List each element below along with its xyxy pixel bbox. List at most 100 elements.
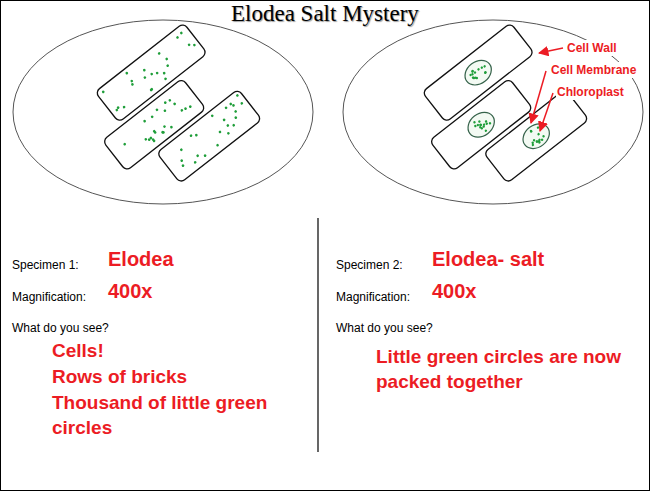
chloroplast-dot — [166, 64, 170, 68]
chloroplast-dot — [187, 43, 191, 47]
field-value: Elodea- salt — [432, 246, 544, 272]
chloroplast-dot — [150, 87, 154, 91]
chloroplast-dot — [536, 126, 539, 129]
chloroplast-dot — [535, 140, 538, 143]
chloroplast-dot — [162, 131, 166, 135]
field-value: Elodea — [108, 246, 174, 272]
chloroplast-dot — [479, 123, 482, 126]
chloroplast-dot — [157, 52, 161, 56]
leader-line — [540, 93, 553, 131]
chloroplast-dot — [226, 124, 230, 128]
chloroplast-dot — [234, 110, 238, 114]
chloroplast-dot — [176, 36, 180, 40]
chloroplast-dot — [181, 164, 185, 168]
callout-label: Chloroplast — [556, 84, 625, 100]
chloroplast-dot — [170, 125, 174, 129]
callout-label: Cell Wall — [566, 40, 618, 56]
chloroplast-dot — [122, 105, 126, 109]
chloroplast-dot — [488, 122, 491, 125]
chloroplast-dot — [143, 76, 147, 80]
chloroplast-dot — [163, 109, 167, 113]
field-value: 400x — [432, 278, 477, 304]
chloroplast-dot — [532, 139, 535, 142]
chloroplast-dot — [155, 108, 159, 112]
chloroplast-dot — [471, 73, 474, 76]
observation-text: Thousand of little green circles — [52, 390, 308, 440]
chloroplast-dot — [484, 120, 487, 123]
chloroplast-dot — [143, 119, 147, 123]
chloroplast-dot — [477, 68, 480, 71]
cell-membrane — [463, 107, 499, 142]
cell-membrane — [518, 119, 554, 154]
chloroplast-dot — [152, 129, 156, 133]
chloroplast-dot — [180, 159, 184, 163]
chloroplast-dot — [142, 68, 146, 72]
chloroplast-dot — [168, 98, 172, 102]
chloroplast-dot — [480, 66, 483, 69]
chloroplast-dot — [475, 76, 478, 79]
chloroplast-dot — [529, 129, 532, 132]
chloroplast-dot — [538, 138, 541, 141]
chloroplast-dot — [196, 154, 200, 158]
chloroplast-dot — [542, 135, 545, 138]
chloroplast-dot — [130, 79, 134, 83]
plant-cell — [157, 89, 262, 183]
observation-text: Cells! — [52, 338, 104, 363]
chloroplast-dot — [530, 130, 533, 133]
plasmolysed-cells — [403, 22, 589, 205]
chloroplast-dot — [161, 130, 165, 134]
chloroplast-dot — [472, 76, 475, 79]
chloroplast-dot — [471, 70, 474, 73]
chloroplast-dot — [203, 154, 207, 158]
chloroplast-dot — [535, 140, 538, 143]
chloroplast-dot — [115, 108, 119, 112]
chloroplast-dot — [484, 129, 487, 132]
chloroplast-dot — [537, 132, 540, 135]
chloroplast-dot — [184, 107, 188, 111]
elodea-cells — [76, 22, 262, 205]
chloroplast-dot — [476, 123, 479, 126]
chloroplast-dot — [479, 125, 482, 128]
chloroplast-dot — [193, 160, 197, 164]
chloroplast-dot — [180, 108, 184, 112]
chloroplast-dot — [210, 114, 214, 118]
chloroplast-dot — [194, 133, 198, 137]
field-label: What do you see? — [12, 320, 109, 336]
chloroplast-dot — [165, 57, 169, 61]
chloroplast-dot — [218, 130, 222, 134]
chloroplast-dot — [163, 101, 167, 105]
chloroplast-dot — [189, 134, 193, 138]
chloroplast-dot — [473, 121, 476, 124]
leader-line — [531, 71, 546, 123]
chloroplast-dot — [164, 77, 168, 81]
chloroplast-dot — [471, 76, 474, 79]
field-label: Specimen 2: — [336, 257, 403, 273]
chloroplast-dot — [179, 148, 183, 152]
chloroplast-dot — [531, 143, 534, 146]
field-of-view — [343, 20, 643, 204]
chloroplast-dot — [149, 88, 153, 92]
chloroplast-dot — [162, 71, 166, 75]
chloroplast-dot — [150, 72, 154, 76]
leader-line — [539, 48, 563, 53]
chloroplast-dot — [483, 65, 486, 68]
chloroplast-dot — [144, 137, 148, 141]
chloroplast-dot — [484, 71, 487, 74]
chloroplast-dot — [240, 101, 244, 105]
chloroplast-dot — [224, 106, 228, 110]
chloroplast-dot — [173, 102, 177, 106]
chloroplast-dot — [149, 136, 153, 140]
chloroplast-dot — [216, 143, 220, 147]
diagram-title: Elodea Salt Mystery — [231, 1, 419, 27]
divider-line — [317, 218, 318, 452]
chloroplast-dot — [188, 105, 192, 109]
chloroplast-dot — [482, 123, 485, 126]
chloroplast-dot — [232, 123, 236, 127]
chloroplast-dot — [125, 71, 129, 75]
chloroplast-dot — [222, 118, 226, 122]
chloroplast-dot — [473, 71, 476, 74]
chloroplast-dot — [193, 43, 197, 47]
chloroplast-dot — [150, 115, 154, 119]
field-label: Magnification: — [12, 289, 86, 305]
